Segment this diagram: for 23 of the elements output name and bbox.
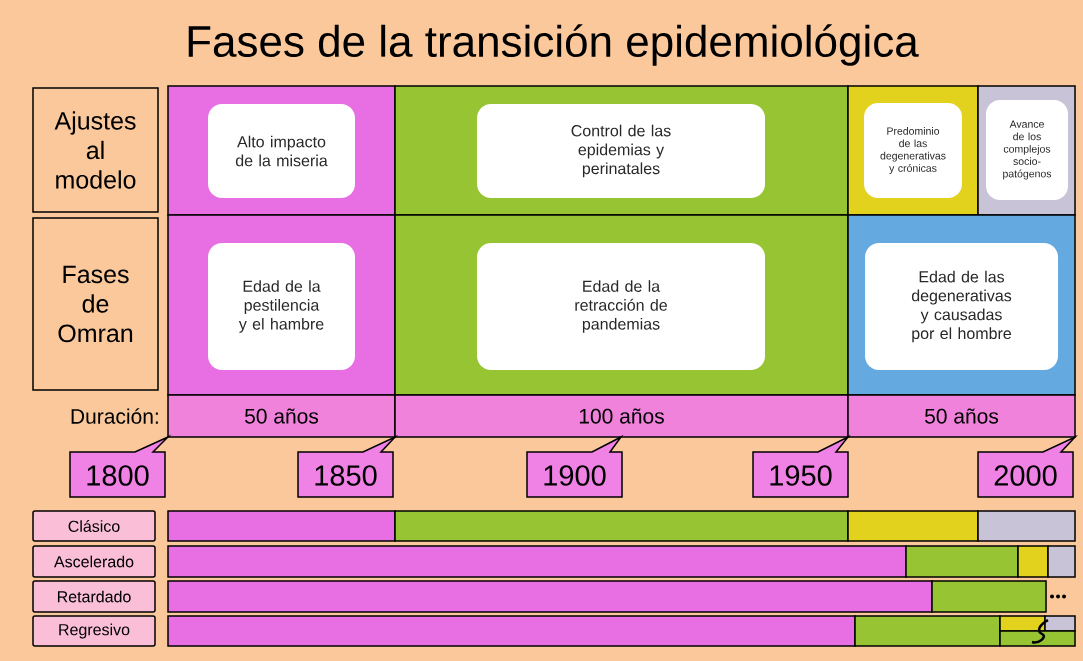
label-box: Ajustes al modelo: [32, 87, 159, 213]
model-label: Regresivo: [32, 615, 156, 647]
phase-panel: Avance de los complejos socio-patógenos: [977, 85, 1076, 216]
title: Fases de la transición epidemiológica: [188, 24, 919, 66]
phase-panel: Control de las epidemias y perinatales: [394, 85, 849, 216]
year-callout: 2000: [977, 434, 1079, 498]
model-label: Clásico: [32, 510, 156, 542]
duration-cell: 50 años: [847, 394, 1076, 438]
duration-cell: 100 años: [394, 394, 849, 438]
phase-panel: Predominio de las degenerativas y crónicas: [847, 85, 979, 216]
label-box: Fases de Omran: [32, 217, 159, 391]
model-label: Retardado: [32, 580, 156, 613]
model-label: Ascelerado: [32, 545, 156, 578]
year-callout: 1800: [69, 434, 172, 498]
phase-panel: Alto impacto de la miseria: [167, 85, 396, 216]
year-callout: 1950: [752, 434, 851, 498]
phase-panel: Edad de las degenerativas y causadas por el hombre: [847, 214, 1076, 396]
year-callout: 1900: [526, 434, 624, 498]
row-label: Duración:: [71, 408, 158, 424]
phase-panel: Edad de la retracción de pandemias: [394, 214, 849, 396]
phase-panel: Edad de la pestilencia y el hambre: [167, 214, 396, 396]
year-callout: 1850: [297, 434, 399, 498]
duration-cell: 50 años: [167, 394, 396, 438]
